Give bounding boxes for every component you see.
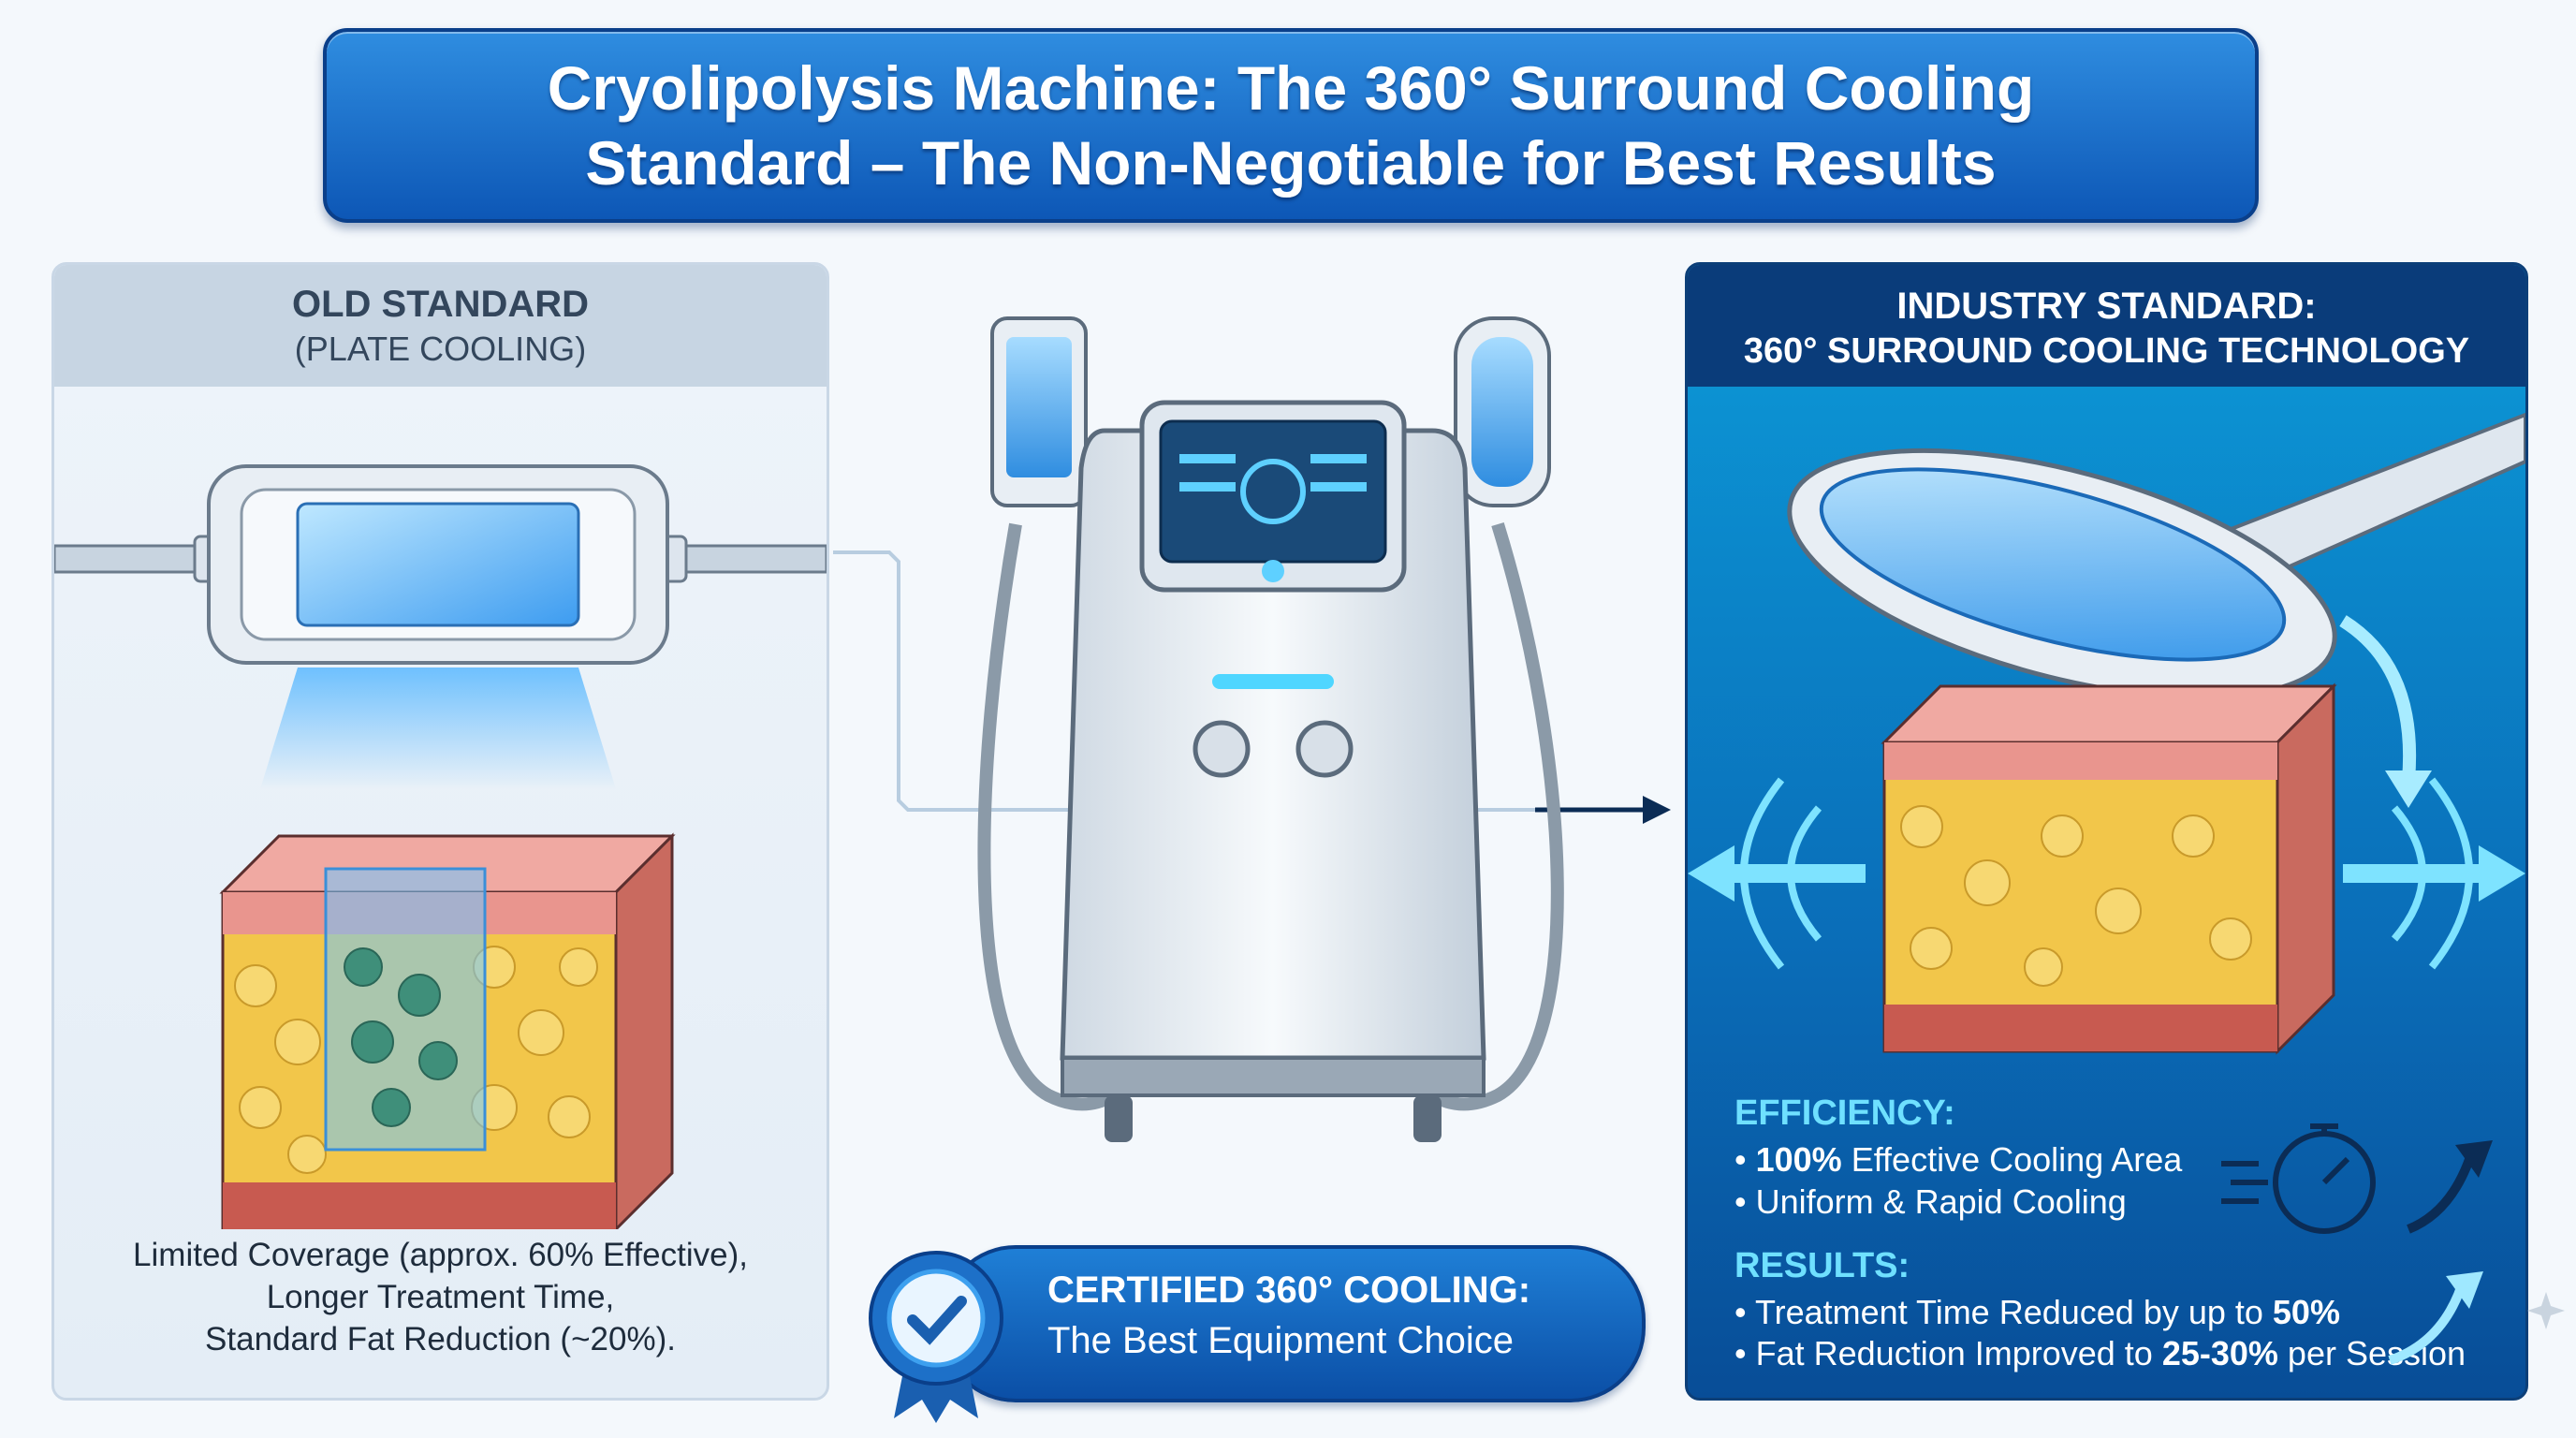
old-standard-panel: OLD STANDARD (PLATE COOLING): [51, 262, 829, 1401]
efficiency-item-2: • Uniform & Rapid Cooling: [1734, 1182, 2127, 1221]
old-standard-heading: OLD STANDARD: [291, 284, 589, 325]
plate-cooling-illustration: [54, 464, 827, 1229]
efficiency-item-1: • 100% Effective Cooling Area: [1734, 1140, 2183, 1179]
results-item-2-after: per Session: [2277, 1334, 2466, 1372]
results-item-2-value: 25-30%: [2161, 1334, 2278, 1372]
results-label: RESULTS:: [1734, 1246, 1910, 1285]
industry-standard-heading: INDUSTRY STANDARD:: [1896, 286, 2317, 327]
certified-badge: CERTIFIED 360° COOLING: The Best Equipme…: [941, 1245, 1646, 1402]
old-desc-line-2: Longer Treatment Time,: [266, 1279, 615, 1315]
up-arrow-icon: [2455, 1140, 2493, 1178]
badge-line-2: The Best Equipment Choice: [1047, 1320, 1515, 1361]
old-desc-line-3: Standard Fat Reduction (~20%).: [205, 1321, 676, 1357]
old-desc-line-1: Limited Coverage (approx. 60% Effective)…: [133, 1237, 748, 1273]
cryolipolysis-machine-illustration: [977, 316, 1564, 1142]
results-item-1-text: Treatment Time Reduced by up to: [1754, 1293, 2273, 1331]
results-item-1-value: 50%: [2272, 1293, 2340, 1331]
industry-standard-header: INDUSTRY STANDARD: 360° SURROUND COOLING…: [1688, 265, 2525, 387]
efficiency-item-2-text: Uniform & Rapid Cooling: [1755, 1182, 2127, 1221]
efficiency-item-1-value: 100%: [1755, 1140, 1842, 1179]
title-line-2: Standard – The Non-Negotiable for Best R…: [585, 128, 1997, 198]
results-item-2-text: Fat Reduction Improved to: [1755, 1334, 2162, 1372]
badge-line-1: CERTIFIED 360° COOLING:: [1047, 1269, 1531, 1311]
title-line-1: Cryolipolysis Machine: The 360° Surround…: [547, 53, 2035, 123]
stopwatch-icon: [2221, 1123, 2493, 1365]
old-standard-subheading: (PLATE COOLING): [294, 330, 587, 368]
efficiency-label: EFFICIENCY:: [1734, 1093, 1955, 1133]
surround-cooling-illustration: [1688, 412, 2525, 1055]
checkmark-badge-icon: [869, 1251, 1003, 1423]
efficiency-item-1-text: Effective Cooling Area: [1841, 1140, 2183, 1179]
right-arrow-icon: [1643, 796, 1671, 824]
old-standard-header: OLD STANDARD (PLATE COOLING): [54, 265, 827, 387]
results-item-2: • Fat Reduction Improved to 25-30% per S…: [1734, 1334, 2466, 1372]
old-standard-description: Limited Coverage (approx. 60% Effective)…: [54, 1234, 827, 1360]
industry-standard-panel: INDUSTRY STANDARD: 360° SURROUND COOLING…: [1685, 262, 2528, 1401]
sparkle-icon: [2527, 1292, 2565, 1329]
title-banner: Cryolipolysis Machine: The 360° Surround…: [323, 28, 2259, 223]
results-item-1: • Treatment Time Reduced by up to 50%: [1734, 1293, 2340, 1331]
industry-standard-subheading: 360° SURROUND COOLING TECHNOLOGY: [1743, 331, 2470, 371]
